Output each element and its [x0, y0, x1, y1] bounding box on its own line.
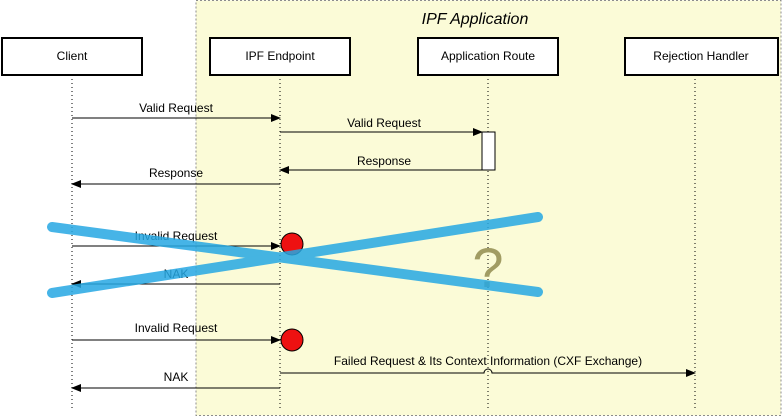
- participant-ipf-endpoint: IPF Endpoint: [209, 37, 351, 76]
- participant-rejection-handler: Rejection Handler: [624, 37, 779, 76]
- participant-route-label: Application Route: [441, 49, 535, 63]
- participant-endpoint-label: IPF Endpoint: [245, 49, 315, 63]
- participant-client: Client: [1, 37, 143, 76]
- participant-rejection-label: Rejection Handler: [653, 49, 748, 63]
- message-label-2: Valid Request: [347, 116, 421, 130]
- message-arrow-8: [280, 368, 696, 377]
- message-label-4: Response: [149, 166, 203, 180]
- error-dot-2: [280, 328, 304, 352]
- participant-application-route: Application Route: [417, 37, 559, 76]
- message-label-7: Invalid Request: [135, 321, 218, 335]
- activation-bar: [481, 131, 496, 171]
- message-label-9: NAK: [164, 370, 189, 384]
- message-label-3: Response: [357, 154, 411, 168]
- participant-client-label: Client: [57, 49, 88, 63]
- cross-out-mark: [47, 212, 543, 298]
- region-title: IPF Application: [422, 11, 529, 28]
- message-label-8: Failed Request & Its Context Information…: [334, 354, 642, 368]
- message-label-1: Valid Request: [139, 101, 213, 115]
